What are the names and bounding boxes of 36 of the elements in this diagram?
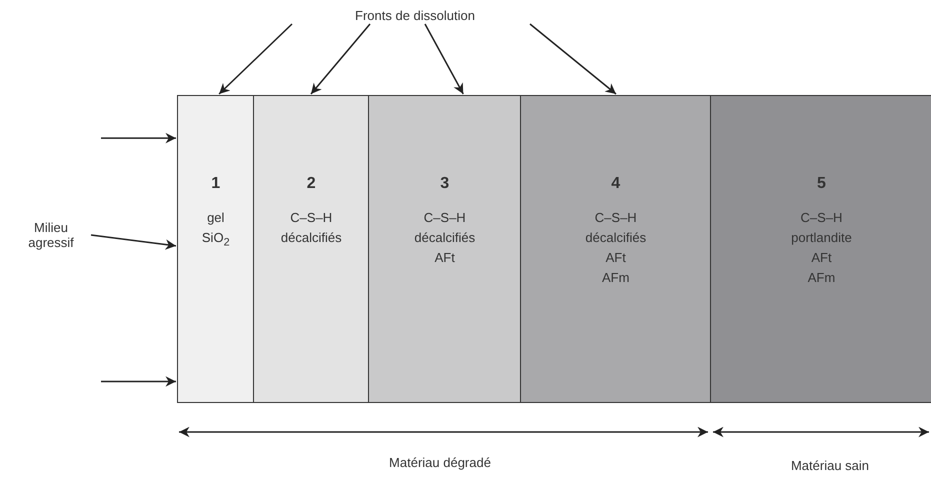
phase-label: AFt: [811, 249, 832, 267]
phase-label: décalcifiés: [585, 229, 646, 247]
zone-band: [253, 95, 370, 403]
arrow: [101, 132, 176, 144]
phase-label: C–S–H: [424, 209, 466, 227]
phase-label: C–S–H: [800, 209, 842, 227]
phase-label: AFm: [602, 269, 630, 287]
phase-label: C–S–H: [594, 209, 637, 227]
zone-number: 2: [306, 174, 316, 194]
zone-band: [710, 95, 931, 403]
zone-number: 5: [817, 174, 826, 194]
phase-label: décalcifiés: [414, 229, 476, 247]
phase-label: gel: [207, 209, 224, 227]
zone-number: 1: [211, 174, 220, 194]
dimension-label: Matériau sain: [790, 458, 870, 473]
zone-band: [368, 95, 522, 403]
side-label: Milieu agressif: [12, 220, 90, 250]
phase-label: portlandite: [791, 229, 852, 247]
phase-label: SiO$_{2}$: [202, 229, 230, 251]
zone-number: 3: [440, 174, 450, 194]
phase-label: décalcifiés: [280, 229, 342, 247]
leader-arrow: [424, 24, 464, 94]
zone-number: 4: [611, 174, 620, 194]
leader-arrow: [310, 24, 371, 94]
leader-arrow: [530, 23, 616, 95]
phase-label: C–S–H: [290, 209, 332, 227]
zone-band: [177, 95, 254, 403]
zone-band: [520, 95, 712, 403]
leader-arrow: [218, 23, 293, 95]
phase-label: AFt: [434, 249, 455, 267]
phase-label: AFt: [606, 249, 626, 267]
dimension-label: Matériau dégradé: [388, 455, 492, 470]
arrow: [101, 376, 176, 387]
heading-text: Fronts de dissolution: [280, 8, 550, 23]
phase-label: AFm: [808, 269, 836, 287]
leader-arrow: [90, 234, 176, 250]
